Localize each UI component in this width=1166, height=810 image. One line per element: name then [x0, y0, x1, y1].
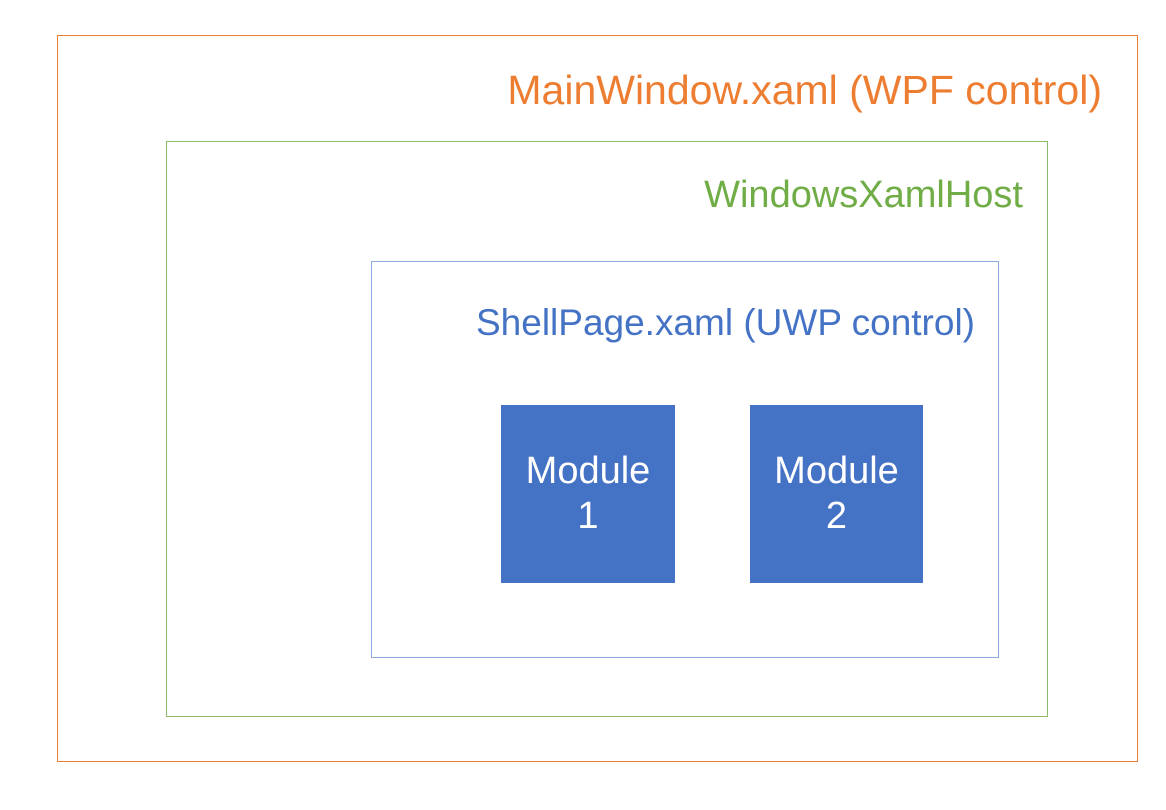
layer-label-mainwindow: MainWindow.xaml (WPF control) — [507, 67, 1102, 113]
layer-box-windowsxamlhost — [166, 141, 1048, 717]
module-block-2-line2: 2 — [825, 495, 848, 537]
layer-label-shellpage: ShellPage.xaml (UWP control) — [476, 302, 975, 343]
module-block-2: Module 2 — [750, 405, 923, 583]
module-block-1: Module 1 — [501, 405, 675, 583]
module-block-1-line2: 1 — [577, 495, 599, 537]
layer-box-shellpage — [371, 261, 999, 658]
module-block-1-line1: Module — [525, 450, 651, 493]
layer-box-mainwindow — [57, 35, 1138, 762]
layer-label-windowsxamlhost: WindowsXamlHost — [704, 174, 1023, 216]
module-block-2-line1: Module — [774, 450, 899, 493]
